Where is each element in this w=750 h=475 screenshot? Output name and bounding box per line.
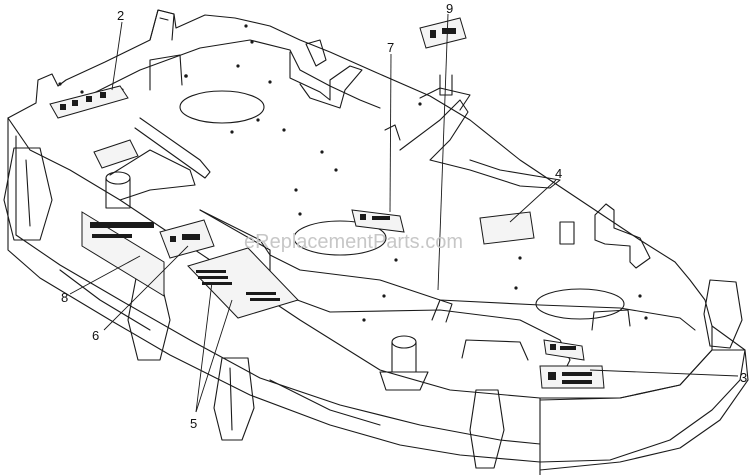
pulley-post-rear — [439, 74, 453, 96]
bail-loop-left — [149, 54, 183, 91]
bail-loop-front — [461, 339, 529, 361]
right-front-standoff — [469, 389, 505, 469]
idler-spindle-left-body — [105, 177, 131, 209]
leader-6 — [103, 245, 189, 331]
decal-markings — [60, 28, 592, 384]
left-front-standoff — [3, 147, 53, 241]
center-front-standoff — [213, 357, 255, 441]
leader-2 — [111, 21, 123, 91]
callout-2: 2 — [117, 8, 124, 23]
rear-left-bracket — [149, 9, 175, 41]
left-spindle-opening — [179, 90, 265, 124]
callout-4: 4 — [555, 166, 562, 181]
right-slot-tab — [559, 221, 575, 245]
idler-arm-left — [109, 149, 196, 201]
bail-loop-mid — [431, 299, 453, 323]
decal-left-small — [93, 139, 139, 169]
bail-loop-right — [591, 309, 631, 331]
idler-spindle-left — [105, 171, 131, 185]
decal-7-center — [351, 209, 405, 233]
callout-7: 7 — [387, 40, 394, 55]
decal-8-side — [81, 211, 165, 297]
pulley-post-front — [379, 341, 429, 391]
leader-4 — [509, 179, 557, 223]
deck-front-bottom-edge — [7, 117, 746, 463]
leader-5a — [195, 299, 233, 413]
leader-5b — [195, 281, 213, 413]
callout-8: 8 — [61, 290, 68, 305]
right-deck-bracket — [594, 203, 651, 269]
decal-4-baffle — [479, 211, 535, 245]
deck-right-skirt — [539, 349, 749, 475]
discharge-baffle — [399, 99, 561, 189]
deck-top-outline — [7, 9, 713, 351]
rear-mount-bracket — [289, 51, 363, 109]
leader-3 — [589, 369, 739, 377]
callout-5: 5 — [190, 416, 197, 431]
left-tie-rod — [134, 117, 211, 179]
right-spindle-opening — [535, 288, 625, 320]
leader-8 — [69, 255, 141, 295]
callout-3: 3 — [740, 370, 747, 385]
baffle-brace — [384, 87, 471, 141]
callout-9: 9 — [446, 1, 453, 16]
watermark: eReplacementParts.com — [244, 231, 463, 253]
pulley-post-cap — [391, 335, 417, 349]
callout-6: 6 — [92, 328, 99, 343]
leader-9 — [437, 13, 449, 291]
center-spindle-opening — [293, 220, 387, 256]
leader-7 — [389, 53, 392, 213]
right-side-standoff — [703, 279, 743, 349]
front-skirt-band — [59, 269, 381, 426]
rear-mount-plate — [305, 39, 327, 67]
deck-skirt-inner — [15, 135, 541, 445]
